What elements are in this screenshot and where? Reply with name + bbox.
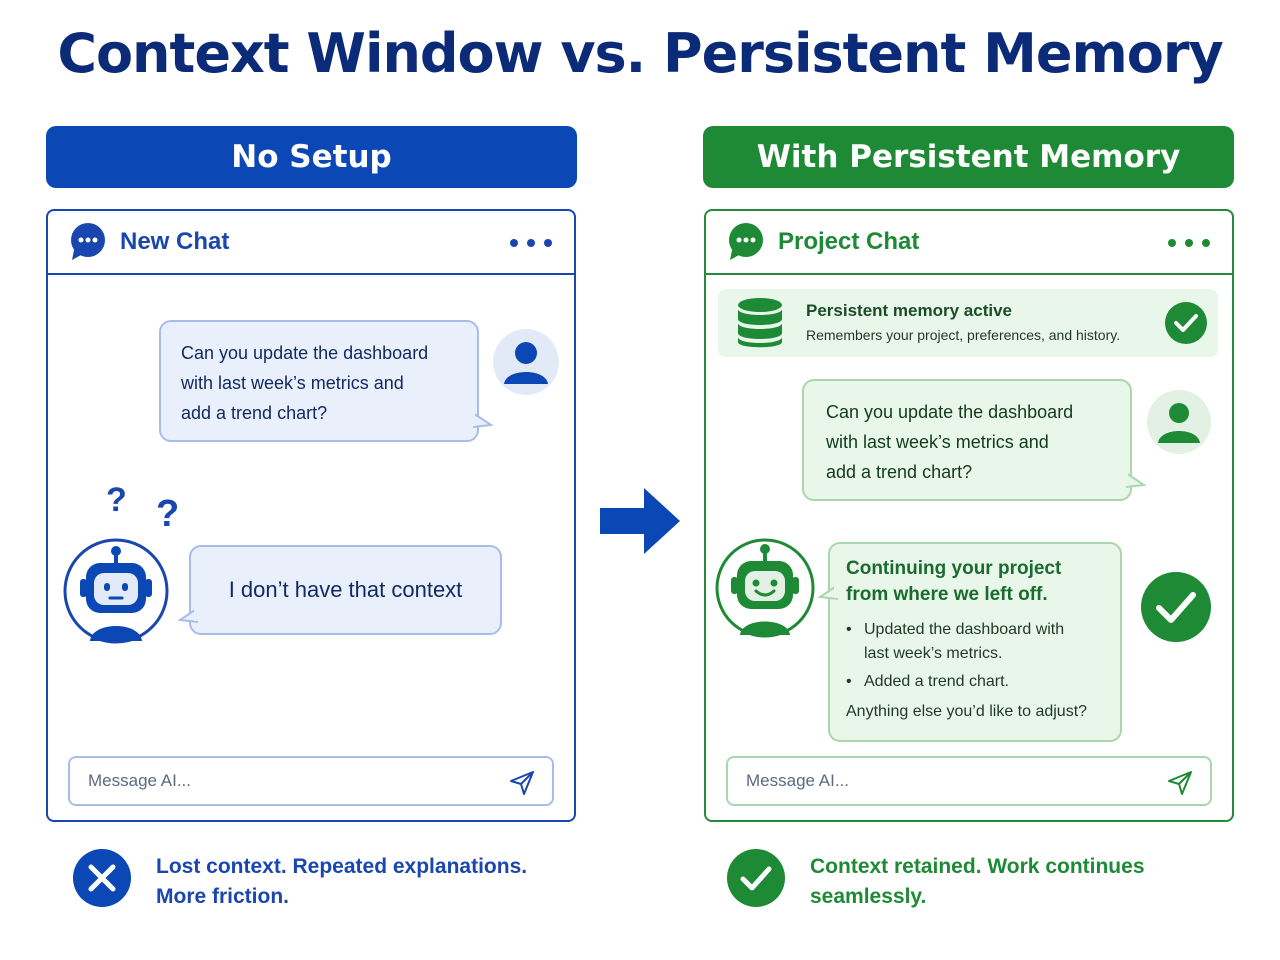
page-title: Context Window vs. Persistent Memory <box>57 22 1223 85</box>
no-setup-summary: Lost context. Repeated explanations. Mor… <box>156 852 527 912</box>
more-options-icon[interactable] <box>510 239 552 247</box>
chat-header: New Chat <box>48 211 574 275</box>
bot-reply-heading-line: from where we left off. <box>846 584 1048 605</box>
persistent-memory-summary: Context retained. Work continues seamles… <box>810 852 1145 912</box>
list-item-line: Updated the dashboard with <box>864 621 1065 638</box>
check-circle-icon <box>1165 302 1207 344</box>
list-item-line: last week’s metrics. <box>864 645 1003 662</box>
memory-status-banner: Persistent memory active Remembers your … <box>718 289 1218 357</box>
summary-line: Context retained. Work continues <box>810 855 1145 878</box>
bubble-tail <box>473 411 493 429</box>
no-setup-chat-panel: New Chat Can you update the dashboard wi… <box>46 209 576 822</box>
right-arrow-icon <box>600 488 680 554</box>
check-circle-icon <box>727 849 785 907</box>
send-icon[interactable] <box>1166 769 1194 797</box>
chat-header: Project Chat <box>706 211 1232 275</box>
bot-reply-list: Updated the dashboard with last week’s m… <box>846 618 1104 694</box>
banner-persistent-memory: With Persistent Memory <box>703 126 1234 188</box>
confused-bot-icon <box>63 538 169 644</box>
question-mark-icon: ? <box>156 493 180 535</box>
banner-no-setup: No Setup <box>46 126 577 188</box>
send-icon[interactable] <box>508 769 536 797</box>
user-avatar-icon <box>493 329 559 395</box>
user-message-line: add a trend chart? <box>181 403 328 423</box>
happy-bot-icon <box>715 538 815 638</box>
chat-title: New Chat <box>120 228 230 255</box>
user-message-line: Can you update the dashboard <box>826 402 1074 422</box>
message-input-placeholder: Message AI... <box>746 771 849 790</box>
bot-reply-bubble: Continuing your project from where we le… <box>828 542 1122 742</box>
message-input[interactable]: Message AI... <box>68 756 554 806</box>
bubble-tail <box>178 606 198 624</box>
user-message-line: with last week’s metrics and <box>181 373 404 393</box>
memory-status-title: Persistent memory active <box>806 301 1012 320</box>
user-avatar-icon <box>1147 390 1211 454</box>
user-message-line: with last week’s metrics and <box>826 432 1049 452</box>
chat-bubble-icon <box>71 223 105 260</box>
summary-line: seamlessly. <box>810 885 927 908</box>
bot-reply-heading: Continuing your project from where we le… <box>846 556 1104 608</box>
database-icon <box>738 298 782 348</box>
summary-line: More friction. <box>156 885 290 908</box>
summary-line: Lost context. Repeated explanations. <box>156 855 528 878</box>
list-item: Updated the dashboard with last week’s m… <box>846 618 1104 666</box>
bot-reply-heading-line: Continuing your project <box>846 558 1062 579</box>
user-message-bubble: Can you update the dashboard with last w… <box>802 379 1132 501</box>
chat-title: Project Chat <box>778 228 920 255</box>
user-message-bubble: Can you update the dashboard with last w… <box>159 320 479 442</box>
question-mark-icon: ? <box>106 481 127 519</box>
x-circle-icon <box>73 849 131 907</box>
check-circle-icon <box>1141 572 1211 642</box>
bubble-tail <box>818 583 838 601</box>
chat-bubble-icon <box>729 223 763 260</box>
message-input-placeholder: Message AI... <box>88 771 191 790</box>
user-message-line: add a trend chart? <box>826 462 973 482</box>
memory-status-subtitle: Remembers your project, preferences, and… <box>806 327 1121 343</box>
list-item: Added a trend chart. <box>846 670 1104 694</box>
persistent-memory-chat-panel: Project Chat Persistent memory active Re… <box>704 209 1234 822</box>
bubble-tail <box>1126 471 1146 489</box>
message-input[interactable]: Message AI... <box>726 756 1212 806</box>
list-item-line: Added a trend chart. <box>864 673 1009 690</box>
more-options-icon[interactable] <box>1168 239 1210 247</box>
bot-reply-footer: Anything else you’d like to adjust? <box>846 703 1088 720</box>
bot-reply-bubble: I don’t have that context <box>189 545 502 635</box>
user-message-line: Can you update the dashboard <box>181 343 429 363</box>
